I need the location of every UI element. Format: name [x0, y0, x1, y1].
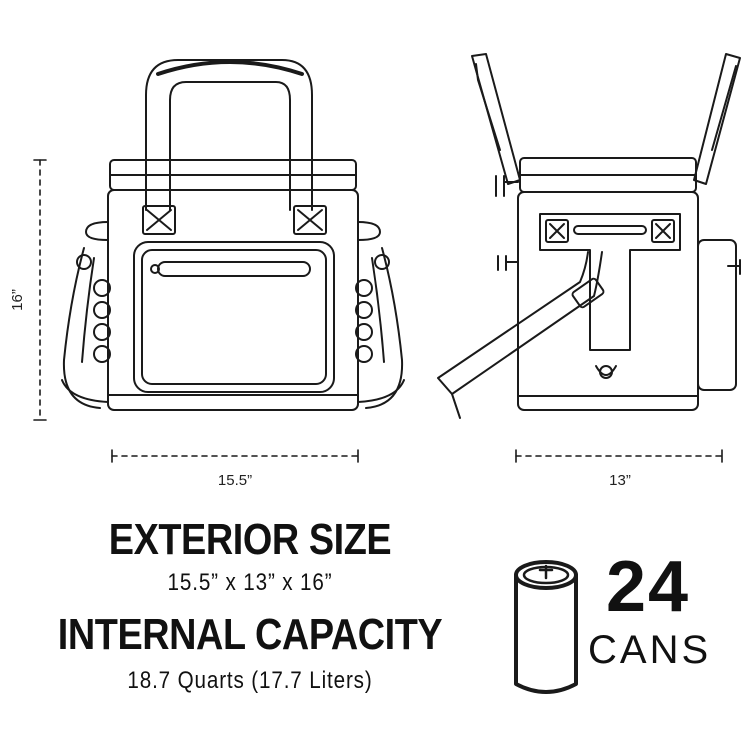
- front-body: [107, 189, 359, 411]
- exterior-size-title: EXTERIOR SIZE: [108, 515, 392, 564]
- front-pocket: [133, 241, 335, 393]
- front-view-drawing: [61, 59, 405, 411]
- width-label: 15.5”: [218, 472, 252, 489]
- can-count: 24: [605, 547, 691, 627]
- front-handle-inner: [169, 81, 291, 211]
- exterior-size-value: 15.5” x 13” x 16”: [167, 569, 333, 596]
- internal-capacity-value: 18.7 Quarts (17.7 Liters): [127, 667, 373, 694]
- side-shoulder-strap: [437, 251, 603, 395]
- internal-capacity-title: INTERNAL CAPACITY: [57, 610, 443, 659]
- height-label: 16”: [9, 289, 26, 311]
- side-view-drawing: [437, 53, 741, 419]
- side-handle-left: [471, 53, 521, 185]
- side-handle-right: [693, 53, 741, 185]
- dimension-lines: [39, 159, 723, 457]
- can-unit-label: CANS: [588, 628, 712, 672]
- depth-label: 13”: [609, 472, 631, 489]
- can-icon: [514, 560, 578, 694]
